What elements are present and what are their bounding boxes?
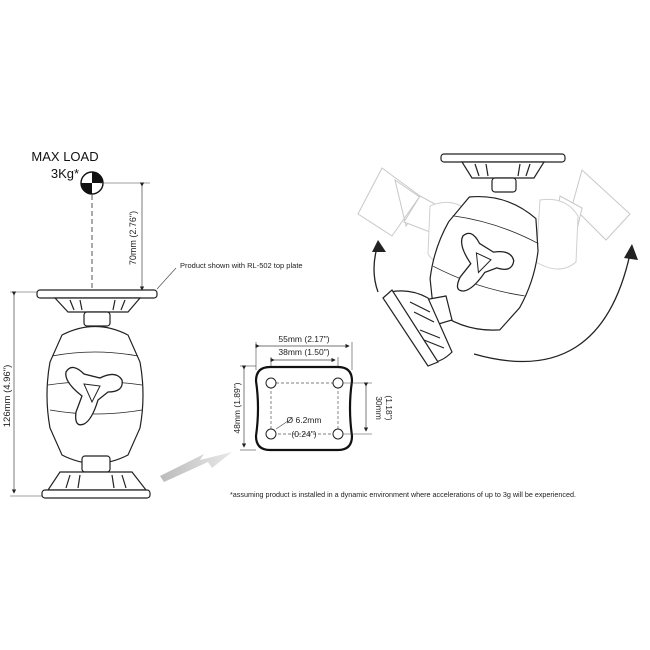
gray-arrow-icon — [160, 452, 232, 482]
height-30-in-label: (1.18") — [384, 395, 394, 420]
width-55-label: 55mm (2.17") — [278, 334, 329, 344]
max-load-label: MAX LOAD 3Kg* — [10, 148, 120, 182]
dimension-70mm-label: 70mm (2.76") — [128, 211, 138, 265]
rotation-arrow-right-head-icon — [624, 244, 638, 260]
height-30-label: 30mm — [374, 396, 384, 420]
hole-diameter-in-label: (0.24") — [291, 429, 316, 439]
footnote: *assuming product is installed in a dyna… — [230, 490, 576, 499]
width-38-label: 38mm (1.50") — [278, 347, 329, 357]
max-load-value: 3Kg* — [50, 166, 80, 181]
mount-hole — [265, 428, 277, 440]
mount-hole — [332, 377, 344, 389]
product-shown-note: Product shown with RL-502 top plate — [180, 261, 303, 270]
center-of-gravity-icon — [80, 171, 104, 195]
rotation-arrow-left-head-icon — [372, 240, 386, 252]
dimension-126mm-label: 126mm (4.96") — [2, 365, 13, 428]
dimension-126mm: 126mm (4.96") — [2, 291, 50, 497]
dimension-70mm: 70mm (2.76") — [100, 182, 150, 291]
mount-hole — [332, 428, 344, 440]
mount-front-view — [36, 289, 158, 499]
base-plate-drawing: 55mm (2.17") 38mm (1.50") 48mm (1.89") Ø… — [232, 334, 394, 452]
height-48-label: 48mm (1.89") — [232, 382, 242, 433]
mount-hole — [265, 377, 277, 389]
hole-diameter-label: Ø 6.2mm — [287, 415, 322, 425]
note-leader-line — [156, 267, 177, 290]
rotation-arrow-right-icon — [473, 253, 631, 363]
max-load-title: MAX LOAD — [31, 149, 99, 164]
rotation-illustration — [357, 153, 638, 367]
